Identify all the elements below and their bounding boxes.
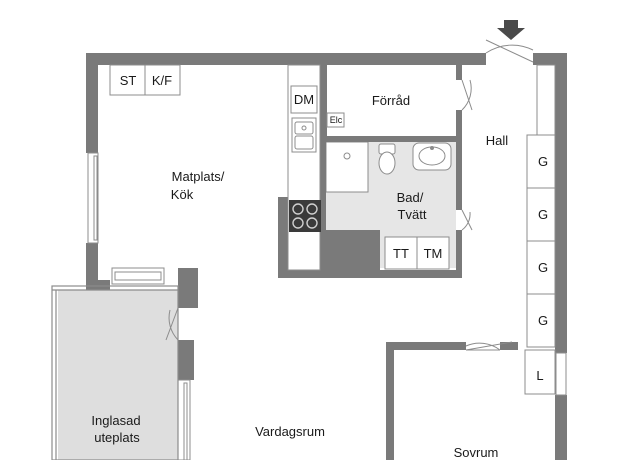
kitchen-counters: [109, 64, 321, 271]
label-sovrum: Sovrum: [454, 445, 499, 460]
label-uteplats: uteplats: [94, 430, 140, 445]
label-kf: K/F: [152, 73, 172, 88]
label-vardagsrum: Vardagsrum: [255, 424, 325, 439]
label-inglasad: Inglasad: [91, 413, 140, 428]
down-arrow-icon: [497, 20, 525, 40]
label-matplats: Matplats/: [172, 169, 225, 184]
windows: [87, 152, 567, 460]
label-wardrobe-4: G: [538, 313, 548, 328]
terrace-glazing: [51, 285, 179, 460]
label-st: ST: [120, 73, 137, 88]
doors: [165, 39, 534, 351]
label-hall: Hall: [486, 133, 509, 148]
label-wardrobe-3: G: [538, 260, 548, 275]
terrace-floor: [58, 290, 178, 460]
elc-box: [326, 112, 345, 128]
label-dm: DM: [294, 92, 314, 107]
sink-icon: [294, 121, 314, 150]
toilet-icon: [378, 143, 396, 175]
label-elc: Elc: [330, 115, 343, 125]
stove-icon: [289, 200, 321, 232]
label-tm: TM: [424, 246, 443, 261]
exterior-walls: [86, 53, 567, 460]
shower-drain-icon: [343, 152, 351, 160]
wardrobe-units: [524, 64, 556, 395]
shower-area: [325, 141, 369, 193]
label-wardrobe-1: G: [538, 154, 548, 169]
washbasin-icon: [412, 142, 452, 171]
label-forrad: Förråd: [372, 93, 410, 108]
label-bad: Bad/: [397, 190, 424, 205]
label-wardrobe-2: G: [538, 207, 548, 222]
label-linen: L: [536, 368, 543, 383]
label-tt: TT: [393, 246, 409, 261]
label-kok: Kök: [171, 187, 194, 202]
label-tvatt: Tvätt: [398, 207, 427, 222]
interior-walls: [178, 65, 518, 460]
laundry-appliances: [384, 236, 450, 270]
